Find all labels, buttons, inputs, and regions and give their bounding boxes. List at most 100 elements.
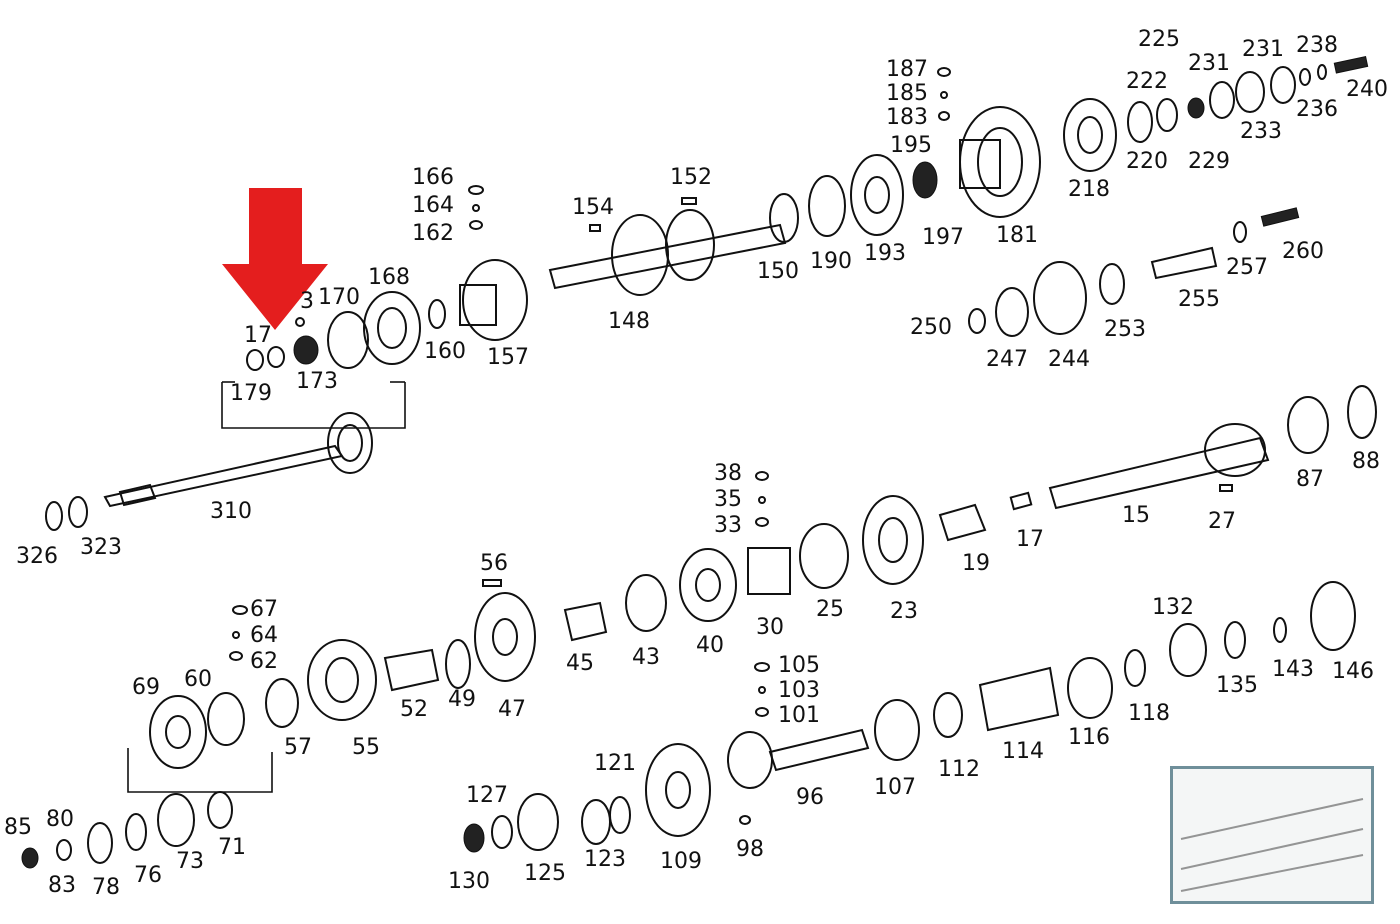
label-19: 19 <box>962 551 990 576</box>
label-187: 187 <box>886 57 928 82</box>
label-150: 150 <box>757 259 799 284</box>
overview-thumbnail[interactable] <box>1170 766 1374 904</box>
label-253: 253 <box>1104 317 1146 342</box>
gears-40-57 <box>307 548 737 721</box>
label-236: 236 <box>1296 97 1338 122</box>
label-218: 218 <box>1068 177 1110 202</box>
label-185: 185 <box>886 81 928 106</box>
label-80: 80 <box>46 807 74 832</box>
bracket-179-group <box>221 382 406 429</box>
label-69: 69 <box>132 675 160 700</box>
label-45: 45 <box>566 651 594 676</box>
red-arrow-icon <box>222 188 328 330</box>
label-310: 310 <box>210 499 252 524</box>
label-56: 56 <box>480 551 508 576</box>
label-255: 255 <box>1178 287 1220 312</box>
label-220: 220 <box>1126 149 1168 174</box>
label-257: 257 <box>1226 255 1268 280</box>
label-17x: 17 <box>244 323 272 348</box>
label-47: 47 <box>498 697 526 722</box>
label-96: 96 <box>796 785 824 810</box>
shaft-148 <box>548 197 787 296</box>
label-160: 160 <box>424 339 466 364</box>
label-116: 116 <box>1068 725 1110 750</box>
ring-179 <box>246 349 264 371</box>
washer-323 <box>68 496 88 528</box>
label-173: 173 <box>296 369 338 394</box>
label-170: 170 <box>318 285 360 310</box>
gears-60-85 <box>21 605 299 869</box>
label-195: 195 <box>890 133 932 158</box>
label-247: 247 <box>986 347 1028 372</box>
label-15: 15 <box>1122 503 1150 528</box>
label-103: 103 <box>778 678 820 703</box>
label-181: 181 <box>996 223 1038 248</box>
label-135: 135 <box>1216 673 1258 698</box>
gears-150-193 <box>769 154 938 243</box>
label-78: 78 <box>92 875 120 900</box>
label-125: 125 <box>524 861 566 886</box>
label-162: 162 <box>412 221 454 246</box>
label-49: 49 <box>448 687 476 712</box>
label-164: 164 <box>412 193 454 218</box>
label-231a: 231 <box>1188 51 1230 76</box>
label-168: 168 <box>368 265 410 290</box>
label-43: 43 <box>632 645 660 670</box>
label-67: 67 <box>250 597 278 622</box>
label-62: 62 <box>250 649 278 674</box>
label-118: 118 <box>1128 701 1170 726</box>
label-179: 179 <box>230 381 272 406</box>
label-38: 38 <box>714 461 742 486</box>
label-229: 229 <box>1188 149 1230 174</box>
gears-218-240 <box>1063 55 1369 172</box>
label-27: 27 <box>1208 509 1236 534</box>
label-148: 148 <box>608 309 650 334</box>
label-98: 98 <box>736 837 764 862</box>
label-40: 40 <box>696 633 724 658</box>
gears-17-30 <box>747 471 987 595</box>
label-146: 146 <box>1332 659 1374 684</box>
label-57: 57 <box>284 735 312 760</box>
label-35: 35 <box>714 487 742 512</box>
label-231b: 231 <box>1242 37 1284 62</box>
label-76: 76 <box>134 863 162 888</box>
label-132: 132 <box>1152 595 1194 620</box>
label-30: 30 <box>756 615 784 640</box>
label-193: 193 <box>864 241 906 266</box>
gears-109-130 <box>463 743 711 853</box>
label-326: 326 <box>16 544 58 569</box>
bearing-173 <box>293 335 319 365</box>
shaft-310 <box>103 444 344 508</box>
label-33: 33 <box>714 513 742 538</box>
label-197: 197 <box>922 225 964 250</box>
label-55: 55 <box>352 735 380 760</box>
label-107: 107 <box>874 775 916 800</box>
label-83: 83 <box>48 873 76 898</box>
synchro-157 <box>459 185 528 341</box>
label-222: 222 <box>1126 69 1168 94</box>
label-114: 114 <box>1002 739 1044 764</box>
clutch-181 <box>937 67 1041 218</box>
gears-96-146 <box>727 581 1356 825</box>
label-238: 238 <box>1296 33 1338 58</box>
label-101: 101 <box>778 703 820 728</box>
label-260: 260 <box>1282 239 1324 264</box>
label-60: 60 <box>184 667 212 692</box>
label-250: 250 <box>910 315 952 340</box>
label-157: 157 <box>487 345 529 370</box>
label-244: 244 <box>1048 347 1090 372</box>
label-112: 112 <box>938 757 980 782</box>
washer-326 <box>45 501 63 531</box>
gears-244-260 <box>968 207 1300 337</box>
label-23: 23 <box>890 599 918 624</box>
shaft-15 <box>1009 385 1377 511</box>
input-shaft-group <box>45 291 446 531</box>
gear-168 <box>363 291 421 365</box>
label-71: 71 <box>218 835 246 860</box>
label-143: 143 <box>1272 657 1314 682</box>
label-123: 123 <box>584 847 626 872</box>
label-64: 64 <box>250 623 278 648</box>
label-73: 73 <box>176 849 204 874</box>
